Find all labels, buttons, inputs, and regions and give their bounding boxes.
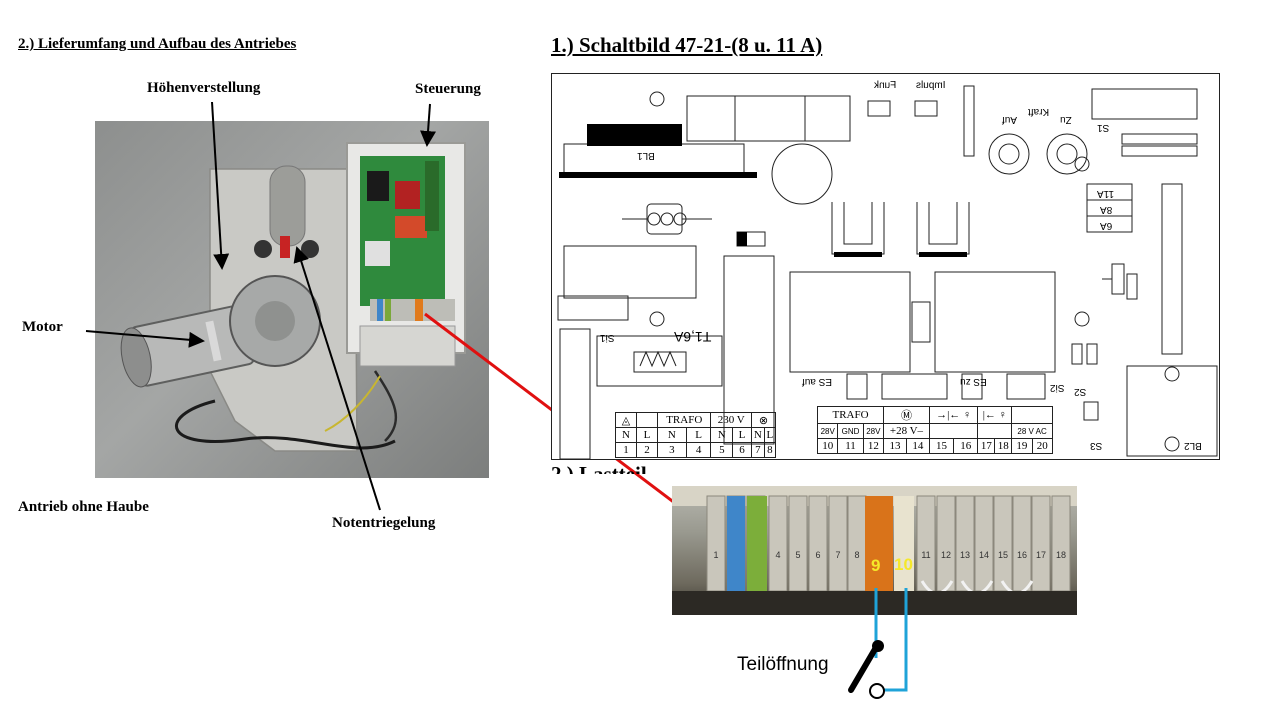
photo-caption: Antrieb ohne Haube — [18, 499, 149, 515]
terminal-block-number: 1 — [713, 550, 718, 560]
terminal-number: 16 — [953, 438, 979, 454]
wire-terminal-10 — [884, 588, 908, 692]
terminal-block-number: 17 — [1036, 550, 1046, 560]
drive-illustration — [120, 142, 466, 452]
cut-heading: 2.) Lastteil... — [551, 458, 681, 474]
terminal-block-number: 14 — [979, 550, 989, 560]
terminal-block-number: 5 — [795, 550, 800, 560]
group-trafo-left: TRAFO — [656, 412, 712, 428]
switch-lever — [848, 641, 881, 693]
circuit-board: Funk Impuls Auf Zu Kraft S1 BL1 T1,6A Si… — [551, 73, 1220, 460]
terminal-number: 10 — [816, 438, 839, 454]
terminal-number: 2 — [636, 442, 658, 458]
terminal-table-right: TRAFO Ⓜ →|← ♀ |← ♀ 28V GND 28V +28 V– 28… — [816, 406, 1054, 454]
arrow-steuerung — [420, 103, 437, 147]
photocell-icon-2: |← ♀ — [977, 406, 1013, 424]
terminal-number: 8 — [763, 442, 777, 458]
terminal-label-10: 10 — [894, 555, 913, 574]
terminal-number: 4 — [685, 442, 712, 458]
terminal-block-number: 8 — [854, 550, 859, 560]
label-steuerung: Steuerung — [415, 81, 481, 97]
arrow-hoehenverstellung — [211, 101, 230, 270]
left-heading: 2.) Lieferumfang und Aufbau des Antriebe… — [18, 36, 297, 52]
label-hoehenverstellung: Höhenverstellung — [147, 80, 261, 96]
switch-pivot-icon — [872, 640, 884, 652]
terminal-block-number: 6 — [815, 550, 820, 560]
arrow-motor — [85, 330, 205, 348]
drive-photo — [95, 121, 489, 478]
terminal-block-number: 16 — [1017, 550, 1027, 560]
terminal-block-number: 12 — [941, 550, 951, 560]
terminal-table-left: ◬ TRAFO 230 V ⊗ N L N L N L N L 1 2 3 4 … — [615, 412, 777, 458]
cut-heading-text: 2.) Lastteil... — [551, 462, 663, 474]
label-notentriegelung: Notentriegelung — [332, 515, 436, 531]
terminal-number: 12 — [862, 438, 885, 454]
right-heading: 1.) Schaltbild 47-21-(8 u. 11 A) — [551, 33, 823, 57]
terminal-block-number: 11 — [921, 550, 930, 560]
terminal-block-number: 13 — [960, 550, 970, 560]
terminal-block-number: 7 — [835, 550, 840, 560]
terminal-block-number: 4 — [775, 550, 780, 560]
arrow-notentriegelung — [293, 246, 381, 511]
label-motor: Motor — [22, 319, 63, 335]
board-drawing — [557, 85, 1218, 460]
sub-label: 28V — [816, 423, 839, 439]
switch-label: Teilöffnung — [737, 654, 829, 675]
terminal-block-number: 18 — [1056, 550, 1066, 560]
terminal-label-9: 9 — [871, 556, 881, 575]
switch-contact-icon — [869, 683, 885, 699]
terminal-block-number: 15 — [998, 550, 1008, 560]
terminal-number: 20 — [1031, 438, 1054, 454]
